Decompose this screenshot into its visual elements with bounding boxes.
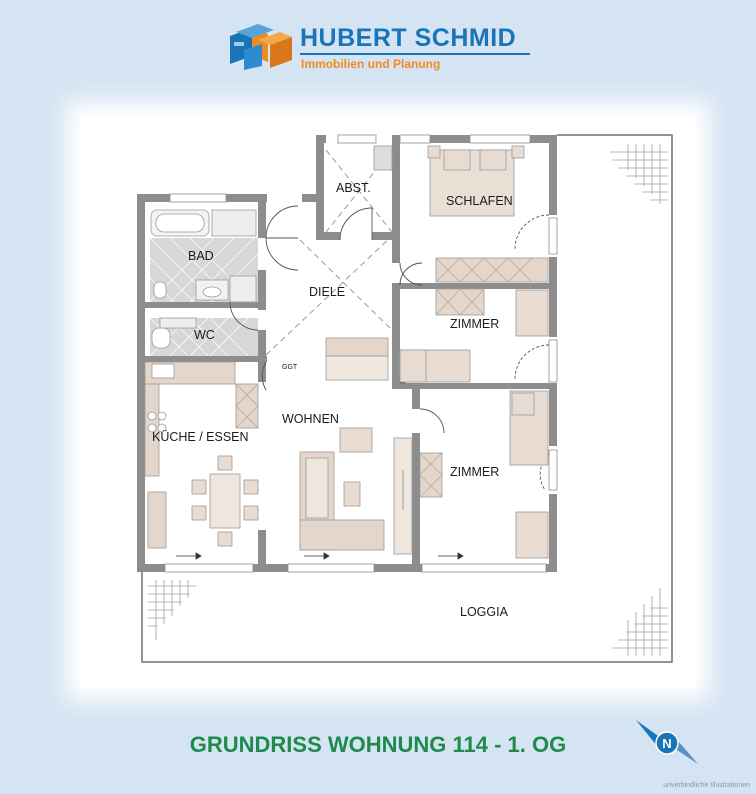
company-logo-icon [230, 24, 292, 70]
north-compass-icon: N [636, 720, 698, 764]
room-label-zimmer-2: ZIMMER [450, 465, 499, 479]
room-label-zimmer-1: ZIMMER [450, 317, 499, 331]
door-swings [229, 205, 550, 491]
room-label-schlafen: SCHLAFEN [446, 194, 513, 208]
brand-subtitle: Immobilien und Planung [301, 57, 441, 71]
room-label-wc: WC [194, 328, 215, 342]
room-label-kueche: KÜCHE / ESSEN [152, 430, 249, 444]
room-label-bad: BAD [188, 249, 214, 263]
brand-header: HUBERT SCHMID Immobilien und Planung [222, 22, 542, 72]
room-label-wohnen: WOHNEN [282, 412, 339, 426]
disclaimer-text: unverbindliche Illustrationen [663, 782, 750, 789]
terrace-outline [141, 134, 673, 663]
room-label-diele: DIELE [309, 285, 345, 299]
brand-name: HUBERT SCHMID [300, 24, 517, 52]
diele-dashes [265, 149, 393, 356]
compass-north-label: N [662, 736, 671, 751]
furniture [144, 145, 549, 559]
windows [164, 134, 558, 573]
corner-grid-bottom-left [148, 580, 196, 640]
room-label-loggia: LOGGIA [460, 605, 509, 619]
sliding-door-arrows [176, 552, 464, 560]
plan-title: GRUNDRISS WOHNUNG 114 - 1. OG [189, 732, 567, 757]
room-label-abstell: ABST. [336, 181, 371, 195]
corner-grid-bottom-right [612, 588, 668, 656]
room-label-ggt: GGT [282, 364, 298, 371]
brand-divider [300, 53, 530, 55]
corner-grid-top-right [610, 144, 668, 204]
